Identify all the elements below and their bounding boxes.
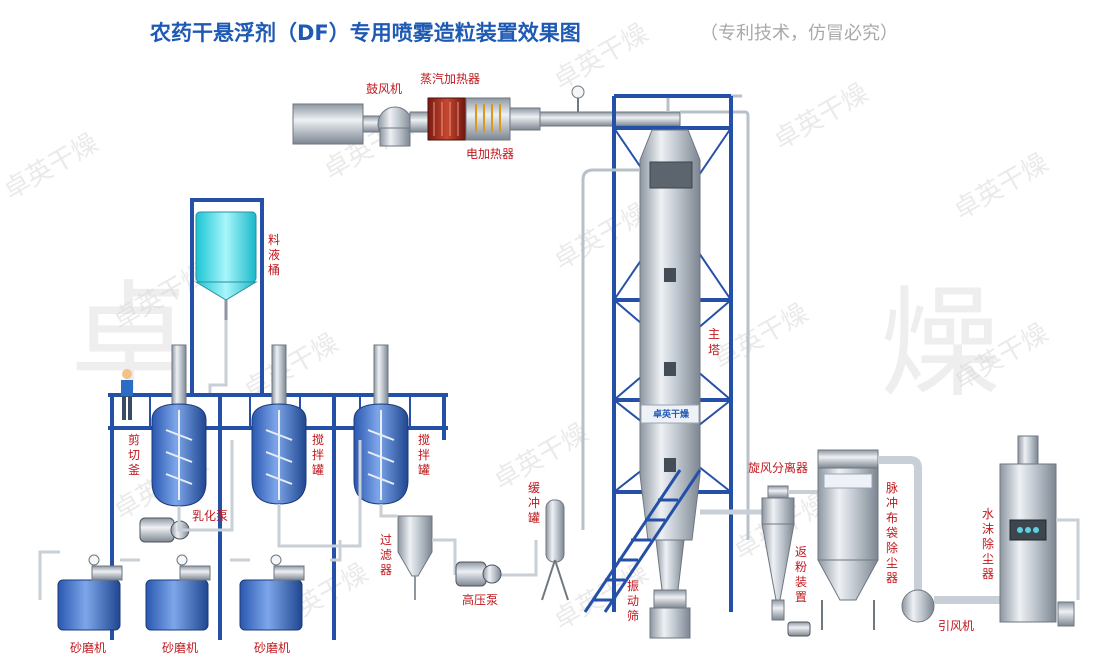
sight-glass [664, 362, 676, 376]
label-high-pressure-pump: 高压泵 [462, 592, 498, 607]
pressure-gauge [571, 85, 585, 99]
tower-cone [655, 539, 685, 591]
air-inlet-duct [292, 103, 364, 145]
feed-section [38, 198, 538, 640]
vibrating-screen [653, 589, 687, 609]
cyclone-section [700, 485, 818, 637]
main-tower-assembly: 卓英干燥 [581, 94, 733, 639]
main-tower-body [639, 129, 701, 541]
atomizer-feed-pipe [581, 168, 640, 530]
label-water-scrubber: 水沫除尘器 [982, 507, 994, 581]
label-main-tower: 主塔 [708, 327, 720, 357]
watermark-text: 卓英干燥 [489, 418, 594, 496]
sight-glass [664, 268, 676, 282]
electric-heater [465, 97, 511, 141]
sand-mills [57, 554, 305, 631]
label-powder-return: 返粉装置 [795, 545, 807, 604]
label-emulsion-pump: 乳化泵 [192, 509, 228, 523]
label-bag-filter: 脉冲布袋除尘器 [886, 480, 898, 585]
watermark-text: 卓英干燥 [0, 128, 104, 206]
label-sand-mill-1: 砂磨机 [70, 641, 106, 655]
watermark-text: 卓英干燥 [949, 148, 1054, 226]
watermark-signature: 燥 [880, 275, 1000, 414]
sand-mill-3 [239, 554, 305, 631]
induced-draft-fan [901, 589, 935, 623]
label-blower-fan: 鼓风机 [366, 82, 402, 96]
sand-mill-1 [57, 554, 123, 631]
label-cyclone: 旋风分离器 [748, 460, 808, 475]
label-mixing-tank-1: 搅拌罐 [312, 432, 324, 477]
air-intake-line [292, 85, 750, 540]
page-title: 农药干悬浮剂（DF）专用喷雾造粒装置效果图 [149, 21, 581, 45]
brand-plate [640, 404, 700, 424]
label-buffer-tank: 缓冲罐 [528, 481, 540, 525]
operator-figure [121, 369, 133, 420]
label-electric-heater: 电加热器 [466, 147, 514, 161]
emulsion-pump [139, 517, 175, 543]
buffer-tank [545, 499, 565, 563]
label-vibrating-screen: 振动筛 [627, 579, 639, 623]
water-scrubber [999, 463, 1057, 623]
feed-tank-frame [190, 198, 264, 395]
bag-filter-section [817, 449, 922, 630]
label-steam-heater: 蒸汽加热器 [420, 71, 480, 86]
sight-glass [664, 458, 676, 472]
blower-outlet [409, 111, 429, 133]
scrubber-section [901, 435, 1080, 627]
feed-tank [195, 211, 257, 283]
high-pressure-pump [455, 561, 487, 587]
bag-filter-plate [823, 473, 873, 489]
label-shear-kettle: 剪切釜 [128, 432, 140, 477]
hot-air-duct [539, 111, 681, 127]
page-subtitle: （专利技术，仿冒必究） [700, 23, 898, 44]
brand-plate-text: 卓英干燥 [653, 408, 690, 420]
sand-mill-2 [145, 554, 211, 631]
label-sand-mill-2: 砂磨机 [162, 641, 198, 655]
watermark-text: 卓英干燥 [709, 298, 814, 376]
label-mixing-tank-2: 搅拌罐 [418, 432, 430, 477]
watermark-text: 卓英干燥 [769, 78, 874, 156]
pump-section [455, 499, 569, 601]
air-return-pipe [680, 110, 750, 540]
staircase [583, 469, 702, 613]
label-filter: 过滤器 [380, 533, 392, 577]
label-feed-tank: 料液桶 [268, 233, 280, 277]
powder-return-device [771, 599, 785, 621]
blower-motor [379, 127, 411, 147]
tower-top-window [649, 161, 693, 189]
exhaust-duct [878, 456, 922, 600]
label-induced-fan: 引风机 [938, 619, 974, 633]
cyclone-separator [761, 497, 795, 525]
scrubber-stack [1017, 435, 1039, 465]
filter [397, 515, 433, 577]
label-sand-mill-3: 砂磨机 [254, 641, 290, 655]
